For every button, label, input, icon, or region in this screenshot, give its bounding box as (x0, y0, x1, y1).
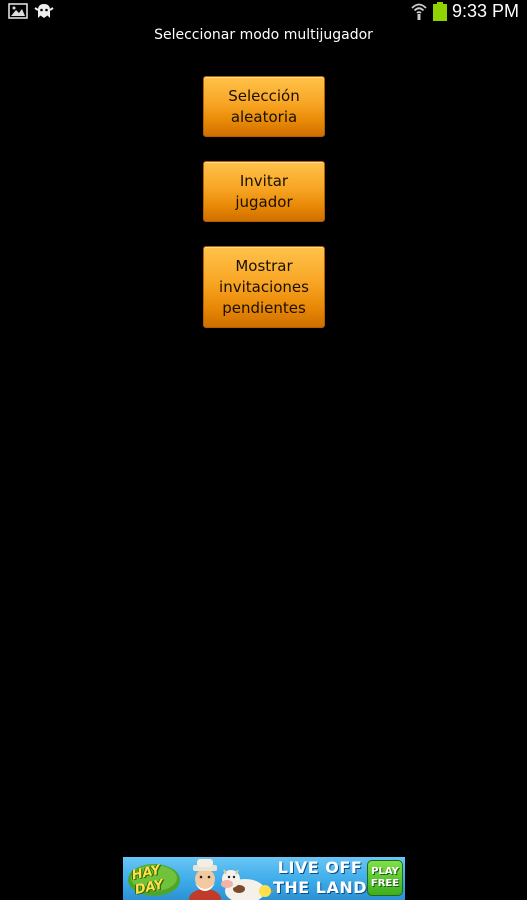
image-notification-icon (8, 2, 28, 24)
ad-banner[interactable]: HAY DAY LIVE OFF THE LAN (123, 857, 405, 900)
random-match-label-line1: Selección (228, 86, 300, 105)
ad-logo: HAY DAY (127, 859, 181, 898)
random-match-button-label: Selección aleatoria (228, 86, 300, 128)
invite-player-label-line2: jugador (235, 192, 293, 211)
ad-play-free-button[interactable]: PLAY FREE (367, 860, 403, 896)
ghost-notification-icon (34, 2, 54, 24)
invite-player-label-line1: Invitar (239, 171, 289, 190)
ad-cta-line2: FREE (370, 878, 400, 889)
ad-slogan: LIVE OFF THE LAND (269, 858, 371, 898)
invite-player-button-label: Invitar jugador (235, 171, 292, 213)
ad-characters-illustration (183, 857, 293, 900)
status-time: 9:33 PM (452, 1, 520, 21)
ad-slogan-line2: THE LAND (272, 878, 368, 897)
ad-slogan-line1: LIVE OFF (277, 858, 363, 877)
random-match-label-line2: aleatoria (230, 107, 298, 126)
ad-cta-line1: PLAY (371, 866, 399, 877)
pending-label-line1: Mostrar (235, 256, 293, 275)
status-bar: 9:33 PM (0, 0, 527, 22)
page-title: Seleccionar modo multijugador (154, 27, 373, 43)
wifi-icon (410, 1, 428, 25)
random-match-button[interactable]: Selección aleatoria (203, 76, 325, 137)
pending-label-line2: invitaciones (219, 277, 309, 296)
battery-icon (432, 2, 448, 26)
show-pending-invitations-button-label: Mostrar invitaciones pendientes (219, 256, 309, 319)
pending-label-line3: pendientes (222, 298, 306, 317)
invite-player-button[interactable]: Invitar jugador (203, 161, 325, 222)
show-pending-invitations-button[interactable]: Mostrar invitaciones pendientes (203, 246, 325, 328)
